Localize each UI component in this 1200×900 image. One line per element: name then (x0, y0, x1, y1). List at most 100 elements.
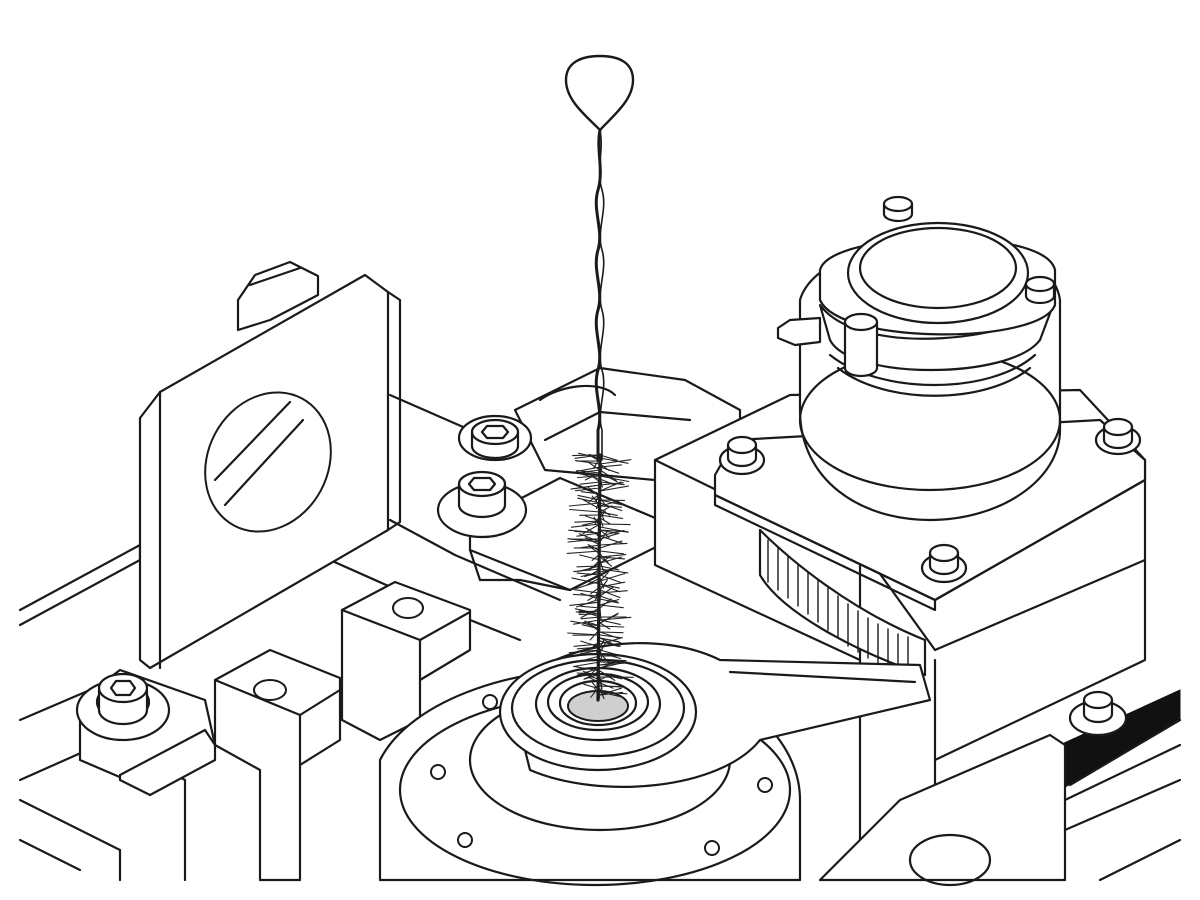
brush-bristle (580, 592, 601, 600)
hex-socket-bolt-icon (1024, 275, 1056, 305)
hex-socket-bolt-icon (920, 543, 968, 584)
brush-bristle (567, 538, 601, 543)
brush-bristle (599, 500, 620, 507)
brush-bristle (599, 529, 625, 537)
brush-bristle (599, 540, 623, 549)
brush-bristle (576, 646, 601, 650)
brush-bristle (595, 586, 601, 597)
brush-bristle (599, 481, 622, 492)
brush-bristle (582, 499, 601, 510)
hex-socket-bolt-icon (1094, 417, 1142, 456)
bracket-top-nut (236, 260, 320, 332)
brush-bristle (599, 648, 602, 657)
brush-bristle (573, 589, 601, 594)
brush-bristle (599, 682, 614, 689)
brush-bristle (578, 533, 601, 543)
brush-bristle (599, 550, 625, 555)
brush-bristle (573, 643, 601, 647)
brush-bristle (599, 660, 618, 669)
brush-bristle (589, 546, 601, 555)
brush-bristle (584, 620, 601, 627)
brush-bristle (599, 517, 604, 527)
gear-icon (758, 528, 927, 677)
brush-bristle (579, 473, 601, 480)
brush-bristle (599, 661, 622, 666)
brush-bristle (599, 510, 606, 519)
brush-bristle (587, 640, 601, 652)
brush-bristle (569, 508, 601, 513)
brush-bristle (599, 649, 622, 657)
brush-bristle (599, 523, 631, 526)
brush-bristle (599, 637, 623, 645)
brush-bristle (599, 457, 629, 464)
brush-bristle (574, 608, 601, 615)
brush-bristle (590, 685, 601, 698)
brush-bristle (579, 554, 601, 561)
cleaning-brush-icon (564, 54, 635, 702)
brush-bristle (587, 472, 601, 483)
brush-bristle (586, 577, 601, 586)
brush-bristle (599, 530, 609, 543)
brush-bristle (599, 499, 629, 507)
brush-bristle (587, 622, 601, 633)
hex-socket-bolt-icon (457, 414, 533, 462)
brush-bristle (599, 505, 613, 513)
brush-bristle (591, 495, 601, 507)
hex-socket-bolt-icon (436, 470, 528, 539)
brush-bristle (599, 568, 629, 574)
brush-bristle (595, 650, 601, 660)
hex-socket-bolt-icon (843, 312, 879, 378)
brush-bristle (574, 454, 601, 459)
brush-bristle (580, 616, 601, 620)
left-mounting-bracket (138, 273, 402, 670)
brush-bristle (599, 590, 602, 603)
brush-bristle (599, 555, 612, 564)
brush-bristle (599, 581, 626, 588)
brush-bristle (593, 687, 601, 696)
motor-housing-icon (776, 221, 1062, 522)
brush-bristle (579, 481, 601, 485)
brush-bristle (585, 527, 601, 537)
brush-bristle (577, 494, 601, 501)
brush-bristle (580, 601, 601, 606)
brush-bristle (599, 511, 618, 516)
brush-bristle (599, 688, 605, 700)
brush-bristle (576, 667, 601, 676)
brush-bristle (599, 466, 620, 474)
brush-bristle (599, 658, 627, 662)
brush-bristle (582, 672, 601, 681)
brush-bristle (598, 483, 601, 495)
brush-bristle (574, 530, 601, 534)
hex-socket-bolt-icon (882, 195, 914, 223)
brush-bristle (577, 497, 601, 504)
brush-bristle (599, 637, 620, 643)
brush-bristle (588, 462, 601, 471)
brush-bristle (599, 634, 623, 639)
brush-bristle (599, 661, 625, 669)
brush-bristle (599, 687, 622, 696)
brush-bristle (580, 491, 601, 495)
brush-bristle (599, 673, 612, 681)
brush-bristle (599, 598, 612, 609)
brush-bristle (581, 624, 601, 630)
brush-bristle (574, 487, 601, 492)
brush-bristle (574, 666, 601, 672)
brush-bristle (599, 654, 603, 663)
hex-socket-bolt-icon (718, 435, 766, 476)
brush-bristle (599, 625, 625, 628)
brush-bristle (587, 486, 601, 498)
brush-bristle (599, 556, 623, 564)
brush-bristle (599, 685, 621, 688)
bearing-bushing (498, 652, 698, 772)
brush-bristle (599, 464, 622, 468)
brush-bristle (599, 567, 618, 573)
brush-bristle (591, 553, 601, 561)
clamp-block-1 (213, 648, 342, 882)
brush-bristle (599, 529, 629, 533)
brush-bristle (588, 676, 601, 684)
brush-bristle (572, 661, 601, 668)
brush-bristle (575, 580, 601, 590)
brush-bristle (599, 459, 632, 465)
